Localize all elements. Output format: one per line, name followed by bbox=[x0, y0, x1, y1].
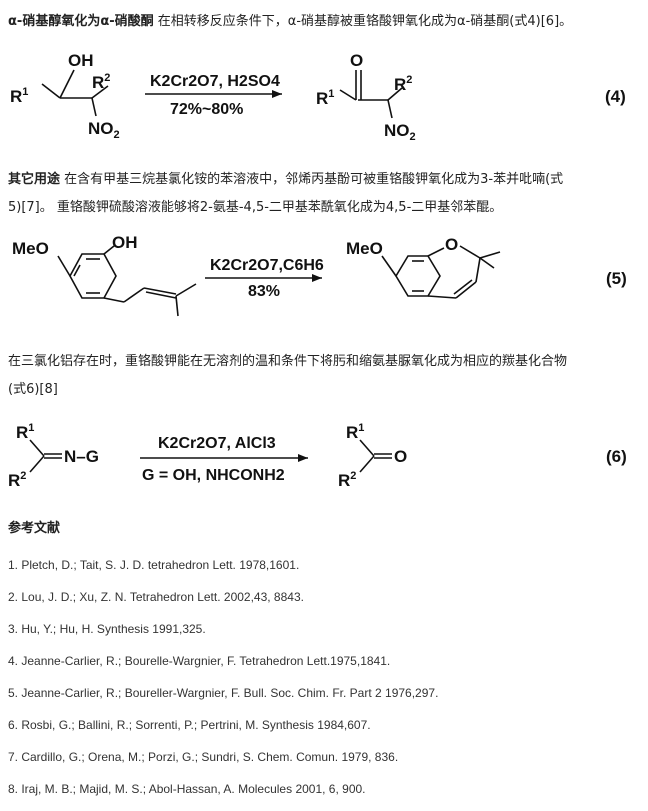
reference-item: 8. Iraj, M. B.; Majid, M. S.; Abol-Hassa… bbox=[8, 782, 366, 796]
equation-number-6: (6) bbox=[606, 447, 627, 466]
methoxy-label: MeO bbox=[12, 239, 49, 258]
phenol-oh-label: OH bbox=[112, 233, 138, 252]
paragraph-alpha-nitro-text: 在相转移反应条件下，α-硝基醇被重铬酸钾氧化成为α-硝基酮(式4)[6]。 bbox=[153, 14, 573, 29]
paragraph-oxime-line2: (式6)[8] bbox=[8, 382, 58, 397]
ketone-r2-label: R2 bbox=[338, 470, 356, 490]
ketone-r1-label: R1 bbox=[346, 422, 364, 442]
reference-item: 7. Cardillo, G.; Orena, M.; Porzi, G.; S… bbox=[8, 750, 399, 764]
reaction-scheme-5: MeO OH K2Cr2O7,C6H6 83% MeO O (5) bbox=[0, 232, 648, 332]
paragraph-oxime-line1: 在三氯化铝存在时，重铬酸钾能在无溶剂的温和条件下将肟和缩氨基脲氧化成为相应的羰基… bbox=[8, 354, 568, 369]
reference-item: 5. Jeanne-Carlier, R.; Boureller-Wargnie… bbox=[8, 686, 439, 700]
imine-group-label: N–G bbox=[64, 447, 99, 466]
reagent-6-bottom: G = OH, NHCONH2 bbox=[142, 467, 285, 484]
arrow-head-6 bbox=[298, 454, 308, 462]
reference-item: 3. Hu, Y.; Hu, H. Synthesis 1991,325. bbox=[8, 622, 206, 636]
arrow-head-5 bbox=[312, 274, 322, 282]
reaction-scheme-4: OH R1 R2 NO2 K2Cr2O7, H2SO4 72%~80% O R1… bbox=[0, 40, 648, 150]
reference-item: 4. Jeanne-Carlier, R.; Bourelle-Wargnier… bbox=[8, 654, 391, 668]
arrow-head-4 bbox=[272, 90, 282, 98]
paragraph-other-uses-line1: 在含有甲基三烷基氯化铵的苯溶液中，邻烯丙基酚可被重铬酸钾氧化成为3-苯并吡喃(式 bbox=[60, 172, 564, 187]
heading-alpha-nitro: α-硝基醇氧化为α-硝酸酮 bbox=[8, 14, 154, 29]
ketone-oxygen-label: O bbox=[394, 447, 407, 466]
reagent-4-top: K2Cr2O7, H2SO4 bbox=[150, 73, 280, 90]
product-r2-label: R2 bbox=[394, 74, 412, 94]
r2-label: R2 bbox=[92, 72, 110, 92]
reference-item: 6. Rosbi, G.; Ballini, R.; Sorrenti, P.;… bbox=[8, 718, 371, 732]
hydroxyl-label: OH bbox=[68, 51, 94, 70]
reagent-4-bottom: 72%~80% bbox=[170, 101, 243, 118]
paragraph-other-uses: 其它用途 在含有甲基三烷基氯化铵的苯溶液中，邻烯丙基酚可被重铬酸钾氧化成为3-苯… bbox=[8, 166, 563, 194]
paragraph-other-uses-line2: 5)[7]。 重铬酸钾硫酸溶液能够将2-氨基-4,5-二甲基苯酰氧化成为4,5-… bbox=[8, 200, 503, 215]
oxime-r1-label: R1 bbox=[16, 422, 34, 442]
reaction-scheme-6: R1 R2 N–G K2Cr2O7, AlCl3 G = OH, NHCONH2… bbox=[0, 414, 648, 504]
reference-item: 1. Pletch, D.; Tait, S. J. D. tetrahedro… bbox=[8, 558, 300, 572]
product-nitro-label: NO2 bbox=[384, 121, 416, 143]
oxime-r2-label: R2 bbox=[8, 470, 26, 490]
paragraph-alpha-nitro: α-硝基醇氧化为α-硝酸酮 在相转移反应条件下，α-硝基醇被重铬酸钾氧化成为α-… bbox=[8, 8, 572, 36]
equation-number-5: (5) bbox=[606, 269, 627, 288]
chromene-oxygen-label: O bbox=[445, 235, 458, 254]
equation-number-4: (4) bbox=[605, 87, 626, 106]
product-r1-label: R1 bbox=[316, 88, 334, 108]
reagent-5-top: K2Cr2O7,C6H6 bbox=[210, 257, 324, 274]
r1-label: R1 bbox=[10, 86, 28, 106]
reagent-6-top: K2Cr2O7, AlCl3 bbox=[158, 435, 276, 452]
carbonyl-oxygen-label: O bbox=[350, 51, 363, 70]
nitro-label: NO2 bbox=[88, 119, 120, 141]
references-title: 参考文献 bbox=[8, 521, 61, 536]
reagent-5-bottom: 83% bbox=[248, 283, 280, 300]
product-methoxy-label: MeO bbox=[346, 239, 383, 258]
heading-other-uses: 其它用途 bbox=[8, 172, 61, 187]
reference-item: 2. Lou, J. D.; Xu, Z. N. Tetrahedron Let… bbox=[8, 590, 304, 604]
